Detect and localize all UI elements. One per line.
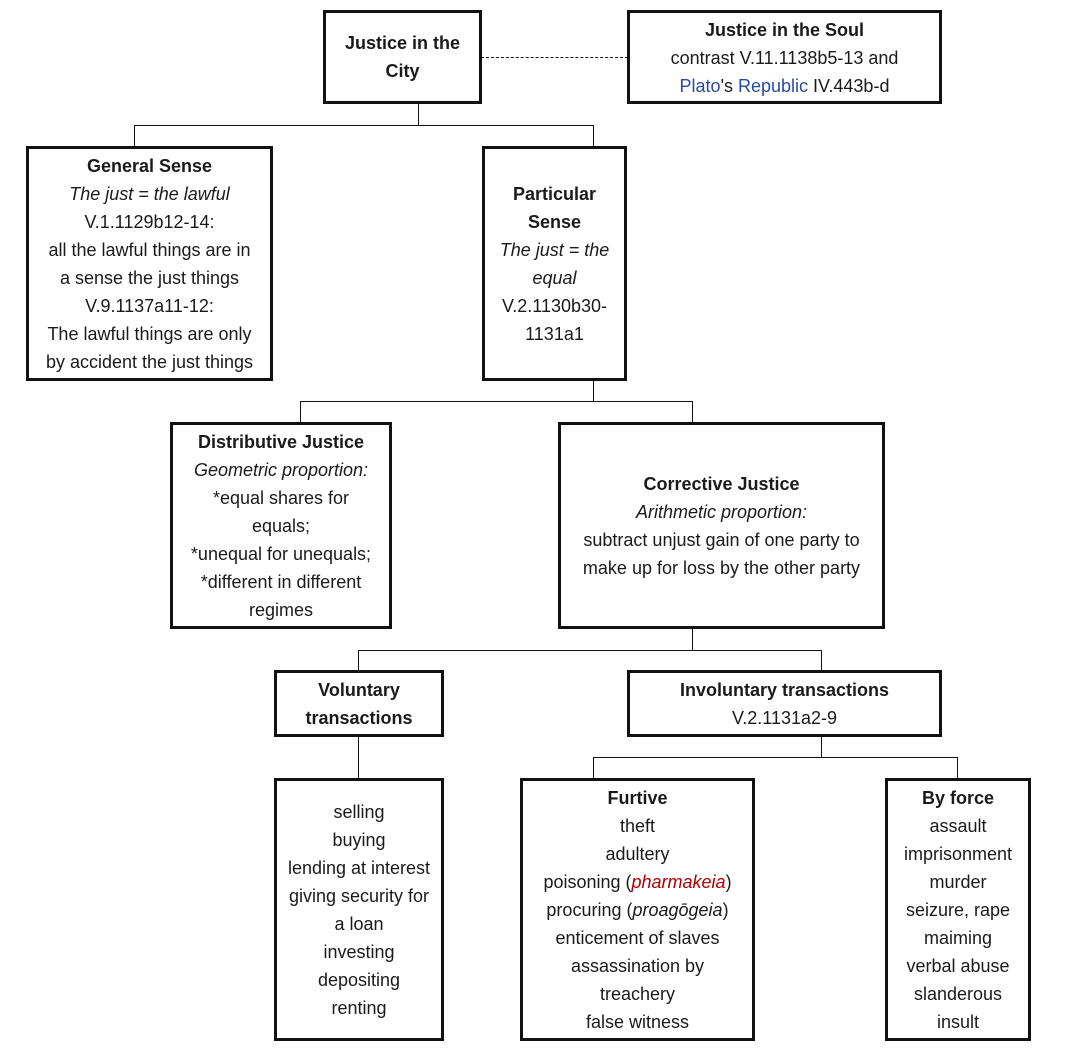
list-item: lending at interest xyxy=(287,858,431,878)
node-line: *equal shares for xyxy=(212,488,350,508)
list-item: buying xyxy=(332,830,386,850)
node-subtitle: Geometric proportion: xyxy=(193,460,369,480)
connector xyxy=(134,125,135,147)
plato-link[interactable]: Plato xyxy=(679,76,721,96)
node-title-line: Voluntary xyxy=(318,680,400,700)
node-title: Justice in the City xyxy=(344,33,461,81)
list-item: seizure, rape xyxy=(905,900,1011,920)
node-line: 1131a1 xyxy=(525,324,584,344)
list-item: investing xyxy=(323,942,395,962)
list-item: poisoning (pharmakeia) xyxy=(543,872,732,892)
soul-plato-reference: Plato's Republic IV.443b-d xyxy=(679,76,890,96)
connector xyxy=(593,380,594,401)
list-item: enticement of slaves xyxy=(555,928,720,948)
list-item: giving security for xyxy=(288,886,430,906)
justice-in-the-city-node: Justice in the City xyxy=(323,10,482,104)
connector xyxy=(821,650,822,671)
node-line: all the lawful things are in xyxy=(48,240,251,260)
connector xyxy=(358,736,359,780)
connector xyxy=(300,401,301,423)
list-item: theft xyxy=(619,816,656,836)
node-subtitle-line: equal xyxy=(532,268,577,288)
list-item: maiming xyxy=(923,928,993,948)
list-item: assassination by xyxy=(570,956,705,976)
list-item: selling xyxy=(333,802,385,822)
node-line: a sense the just things xyxy=(59,268,240,288)
soul-reference: contrast V.11.1138b5-13 and xyxy=(670,48,899,68)
node-line: V.1.1129b12-14: xyxy=(84,212,215,232)
republic-link[interactable]: Republic xyxy=(738,76,809,96)
connector xyxy=(593,757,958,758)
list-item: imprisonment xyxy=(903,844,1013,864)
list-item: adultery xyxy=(605,844,670,864)
connector xyxy=(134,125,594,126)
general-sense-node: General Sense The just = the lawful V.1.… xyxy=(26,146,273,381)
voluntary-transactions-node: Voluntary transactions xyxy=(274,670,444,737)
node-line: equals; xyxy=(251,516,311,536)
node-line: V.2.1130b30- xyxy=(501,296,608,316)
node-title: By force xyxy=(921,788,995,808)
furtive-node: Furtive theft adultery poisoning (pharma… xyxy=(520,778,755,1041)
connector xyxy=(418,103,419,125)
list-item: false witness xyxy=(585,1012,690,1032)
list-item: slanderous xyxy=(913,984,1003,1004)
connector xyxy=(300,401,693,402)
list-item: verbal abuse xyxy=(906,956,1010,976)
dashed-connector xyxy=(481,57,628,58)
node-title-line: transactions xyxy=(305,708,413,728)
node-subtitle: The just = the lawful xyxy=(69,184,230,204)
connector xyxy=(358,650,359,671)
node-subtitle: Arithmetic proportion: xyxy=(635,502,808,522)
node-line: V.9.1137a11-12: xyxy=(85,296,214,316)
corrective-justice-node: Corrective Justice Arithmetic proportion… xyxy=(558,422,885,629)
pharmakeia-link[interactable]: pharmakeia xyxy=(631,872,726,892)
list-item: depositing xyxy=(317,970,401,990)
node-title-line: Sense xyxy=(527,212,582,232)
node-line: subtract unjust gain of one party to xyxy=(583,530,860,550)
node-title: Corrective Justice xyxy=(643,474,800,494)
list-item: procuring (proagōgeia) xyxy=(546,900,729,920)
justice-in-the-soul-node: Justice in the Soul contrast V.11.1138b5… xyxy=(627,10,942,104)
list-item: a loan xyxy=(334,914,384,934)
list-item: murder xyxy=(929,872,987,892)
node-line: The lawful things are only xyxy=(47,324,252,344)
node-line: make up for loss by the other party xyxy=(582,558,861,578)
connector xyxy=(593,757,594,779)
connector xyxy=(692,401,693,423)
connector xyxy=(957,757,958,779)
connector xyxy=(358,650,822,651)
node-subtitle-line: The just = the xyxy=(499,240,610,260)
distributive-justice-node: Distributive Justice Geometric proportio… xyxy=(170,422,392,629)
node-line: V.2.1131a2-9 xyxy=(731,708,838,728)
node-line: by accident the just things xyxy=(45,352,254,372)
node-title: Justice in the Soul xyxy=(704,20,865,40)
node-line: *different in different xyxy=(200,572,362,592)
node-line: regimes xyxy=(248,600,314,620)
by-force-node: By force assault imprisonment murder sei… xyxy=(885,778,1031,1041)
list-item: insult xyxy=(936,1012,980,1032)
involuntary-transactions-node: Involuntary transactions V.2.1131a2-9 xyxy=(627,670,942,737)
node-line: *unequal for unequals; xyxy=(190,544,372,564)
list-item: assault xyxy=(929,816,987,836)
list-item: renting xyxy=(331,998,387,1018)
particular-sense-node: Particular Sense The just = the equal V.… xyxy=(482,146,627,381)
connector xyxy=(692,628,693,650)
node-title: Distributive Justice xyxy=(197,432,365,452)
node-title-line: Particular xyxy=(512,184,597,204)
node-title: Furtive xyxy=(607,788,668,808)
connector xyxy=(593,125,594,147)
connector xyxy=(821,736,822,757)
voluntary-list-node: selling buying lending at interest givin… xyxy=(274,778,444,1041)
node-title: Involuntary transactions xyxy=(679,680,890,700)
list-item: treachery xyxy=(599,984,676,1004)
node-title: General Sense xyxy=(86,156,213,176)
